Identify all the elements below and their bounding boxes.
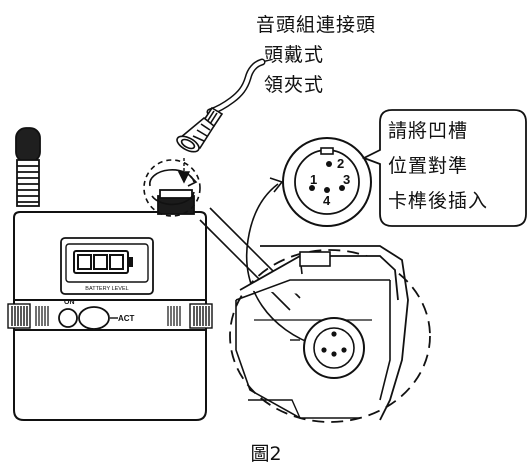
lavalier-type-label: 領夾式 — [264, 74, 324, 96]
antenna — [15, 127, 41, 207]
side-grip-right — [189, 303, 213, 329]
callout-line-3: 卡榫後插入 — [388, 190, 488, 212]
grip-ribs-mid-right — [167, 306, 181, 326]
mini-xlr-jack — [157, 189, 195, 215]
battery-level-label: BATTERY LEVEL — [85, 286, 128, 292]
pin-number-3: 3 — [343, 172, 350, 187]
figure-caption: 圖2 — [250, 443, 281, 465]
side-grip-left — [7, 303, 31, 329]
battery-level-indicator: BATTERY LEVEL — [60, 237, 154, 295]
rotate-icon — [143, 159, 201, 217]
zoom-detail — [229, 245, 431, 423]
act-indicator: ACT — [78, 306, 135, 330]
pin-number-2: 2 — [337, 156, 344, 171]
act-label: ACT — [118, 314, 135, 323]
power-button[interactable]: ON — [58, 299, 78, 328]
cable — [206, 58, 266, 116]
pin-diagram: 2 1 3 4 — [282, 137, 372, 227]
pin-number-1: 1 — [310, 172, 317, 187]
grip-ribs-mid-left — [35, 306, 49, 326]
insert-arrow — [177, 158, 191, 184]
instruction-bubble — [361, 109, 527, 227]
connector-plug — [176, 106, 224, 153]
callout-line-1: 請將凹槽 — [388, 120, 468, 142]
power-label: ON — [64, 299, 75, 306]
headset-type-label: 頭戴式 — [264, 44, 324, 66]
pin-number-4: 4 — [323, 193, 331, 208]
callout-line-2: 位置對準 — [388, 155, 468, 177]
connector-title: 音頭組連接頭 — [256, 14, 376, 36]
